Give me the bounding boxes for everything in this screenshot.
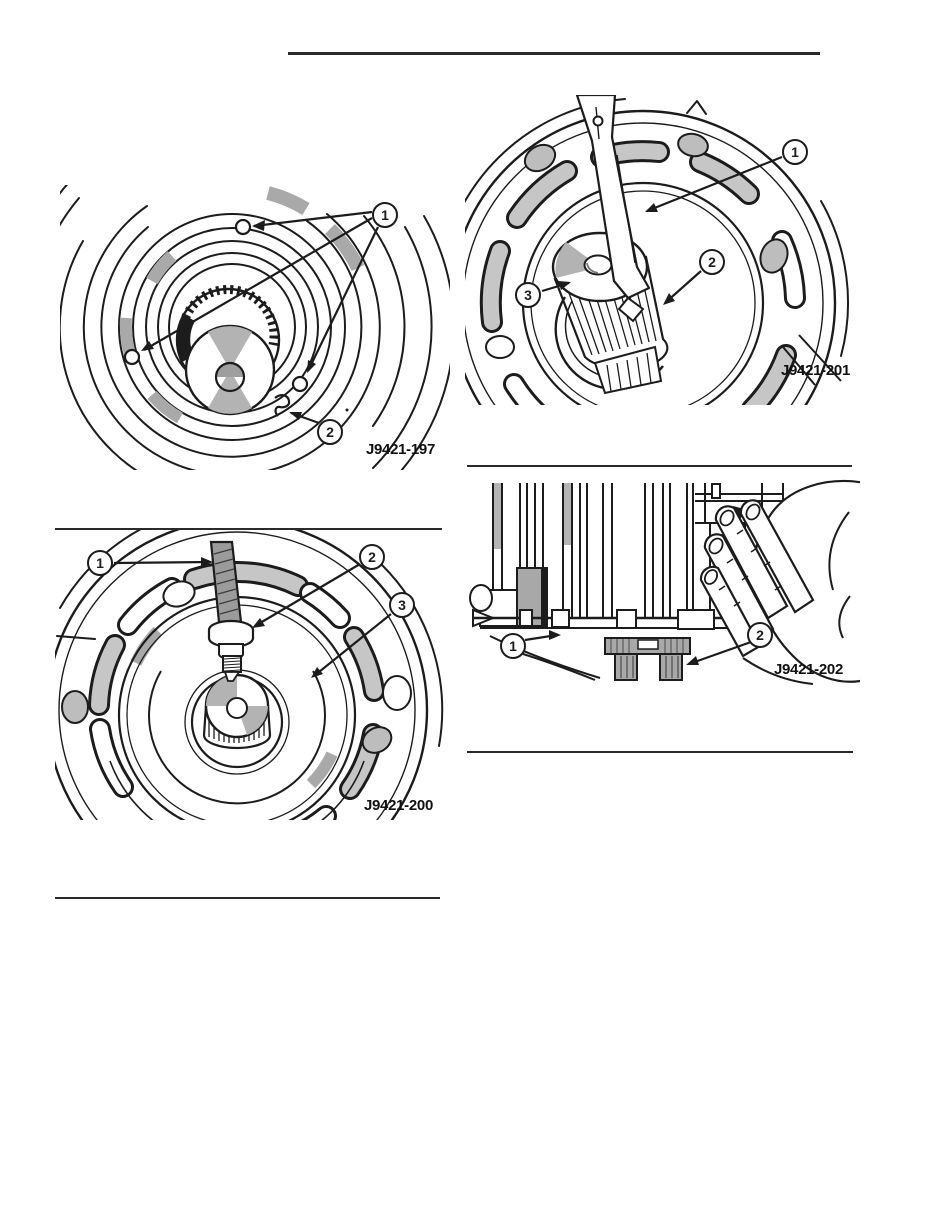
kidney-slots [479, 140, 806, 405]
figure-j9421-197: 1 2 J9421-197 [60, 185, 450, 470]
callout-3: 3 [515, 282, 541, 308]
pump-drum-illustration [60, 185, 450, 470]
output-shaft [604, 637, 691, 681]
hatched-patches [130, 626, 338, 789]
figure-j9421-202: 1 2 J9421-202 [465, 468, 860, 751]
knuckle-ticks [718, 529, 782, 607]
left-column-bottom-divider [55, 897, 440, 899]
leader-arrows [141, 210, 379, 425]
figure-j9421-200: 1 2 3 J9421-200 [55, 530, 445, 820]
figure-label: J9421-202 [773, 661, 843, 678]
pry-lever [575, 95, 651, 323]
hatched-patches [119, 186, 365, 424]
callout-2: 2 [359, 544, 385, 570]
check-balls [123, 218, 309, 393]
callout-3: 3 [389, 592, 415, 618]
fingernails [703, 503, 761, 585]
case-hand-illustration [469, 479, 860, 685]
callout-1: 1 [87, 550, 113, 576]
hand [699, 479, 860, 685]
bolt-holes [61, 580, 412, 754]
callout-2: 2 [317, 419, 343, 445]
bolt-holes [485, 132, 789, 359]
leader-arrows [524, 630, 752, 666]
callout-2: 2 [747, 622, 773, 648]
figure-label: J9421-201 [780, 362, 850, 379]
pump-rod-illustration [55, 530, 444, 820]
pump-lever-illustration [465, 95, 850, 405]
palm-creases [742, 511, 851, 685]
callout-1: 1 [500, 633, 526, 659]
case-edge-lines [782, 334, 842, 386]
splined-hub [202, 673, 272, 750]
splined-drum [175, 285, 281, 416]
figure-j9421-201: 1 2 3 J9421-201 [465, 95, 865, 405]
leader-arrows [541, 155, 783, 305]
callout-2: 2 [699, 249, 725, 275]
figure-label: J9421-200 [363, 797, 433, 814]
threaded-rod [209, 540, 243, 624]
leader-arrows [113, 557, 392, 678]
concentric-rings [60, 185, 450, 470]
figure-label: J9421-197 [365, 441, 435, 458]
callout-1: 1 [372, 202, 398, 228]
top-rule [288, 52, 820, 55]
flange-rim [55, 530, 444, 820]
left-column-divider [55, 528, 442, 530]
right-column-divider [467, 465, 852, 467]
right-column-bottom-divider [467, 751, 853, 753]
adapter-nut [207, 619, 255, 682]
hub-lower-splines [593, 345, 663, 395]
snap-ring-hook [274, 394, 291, 417]
callout-1: 1 [782, 139, 808, 165]
case-flange [472, 608, 787, 630]
case-bottom-edges [489, 635, 601, 681]
